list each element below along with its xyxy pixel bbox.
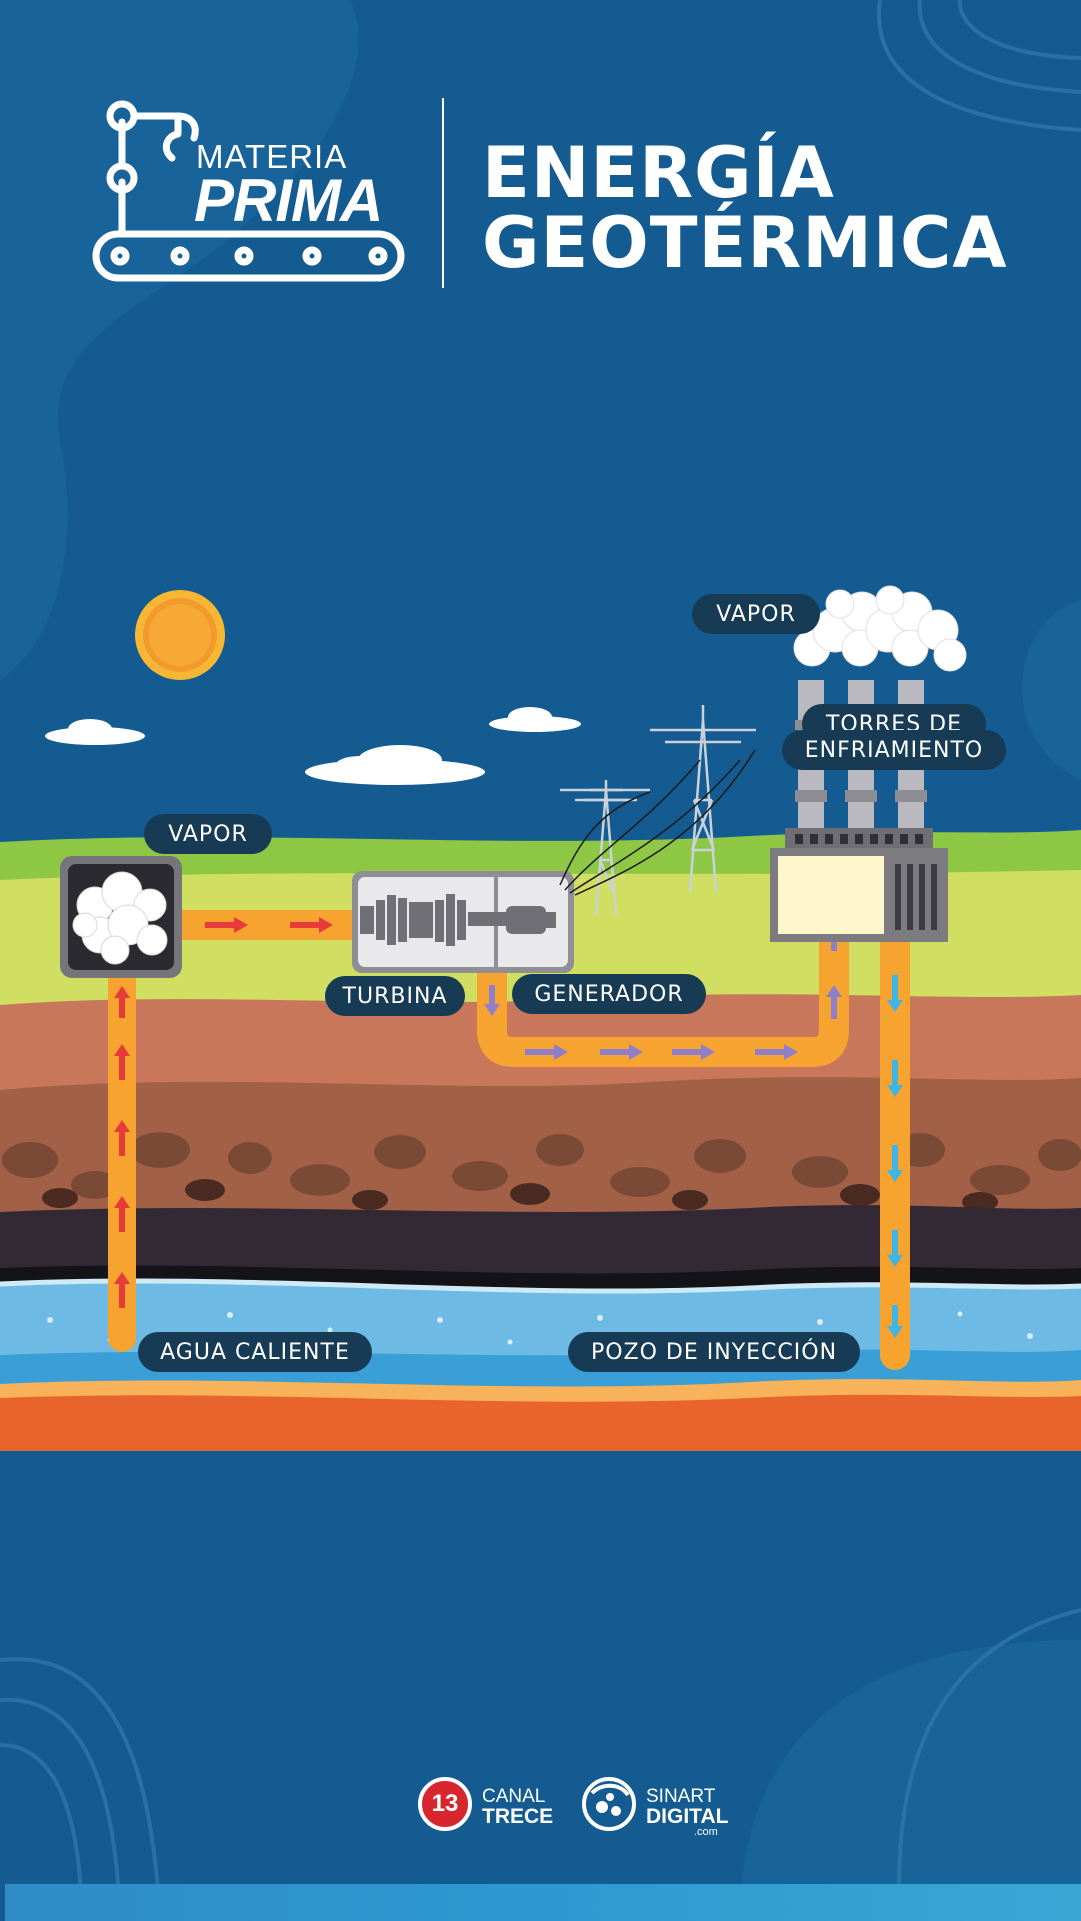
sinart-suffix: .com: [694, 1826, 718, 1838]
bg-blob: [1021, 600, 1081, 780]
brand-line2: PRIMA: [194, 167, 383, 234]
steam-well-icon: [60, 856, 182, 978]
cloud-icon: [305, 745, 485, 785]
canal-line2: TRECE: [482, 1805, 554, 1828]
bottom-bar: [5, 1884, 1081, 1921]
sinart-line1: SINART: [646, 1786, 716, 1807]
canal-line1: CANAL: [482, 1786, 546, 1807]
header-divider: [442, 98, 444, 288]
arrows-hot-water: [114, 986, 130, 1308]
arrows-steam: [205, 917, 333, 933]
canal-number: 13: [431, 1790, 459, 1817]
water-bubbles: [47, 1311, 1033, 1345]
brand-line1: MATERIA: [196, 138, 348, 175]
label-vapor-towers: VAPOR: [692, 594, 820, 634]
steam-clouds: [793, 585, 967, 672]
bg-blob: [0, 0, 359, 680]
title-line1: ENERGÍA: [482, 132, 835, 214]
sinart-line2: DIGITAL: [646, 1805, 729, 1828]
materia-prima-logo: [92, 100, 405, 282]
label-pozo-inyeccion: POZO DE INYECCIÓN: [568, 1332, 860, 1372]
water-highlight: [0, 1278, 1081, 1294]
label-generador: GENERADOR: [512, 974, 706, 1014]
cloud-icon: [489, 707, 581, 732]
title-line2: GEOTÉRMICA: [482, 202, 1008, 284]
arrows-injection: [887, 975, 903, 1338]
rock-layer: [2, 1132, 1081, 1199]
label-turbina: TURBINA: [325, 976, 465, 1016]
power-lines: [559, 749, 756, 896]
canal-trece-logo: 13: [418, 1777, 472, 1831]
label-agua-caliente: AGUA CALIENTE: [138, 1332, 372, 1372]
turbine-generator-icon: [352, 871, 574, 973]
sun-icon: [135, 590, 225, 680]
power-pylon-icon: [560, 705, 756, 917]
label-torres-line2: ENFRIAMIENTO: [782, 730, 1006, 770]
rock-layer: [42, 1179, 998, 1212]
label-vapor-well: VAPOR: [144, 814, 272, 854]
magma: [0, 1394, 1081, 1451]
sinart-logo-icon: [582, 1777, 636, 1831]
cloud-icon: [45, 719, 145, 745]
